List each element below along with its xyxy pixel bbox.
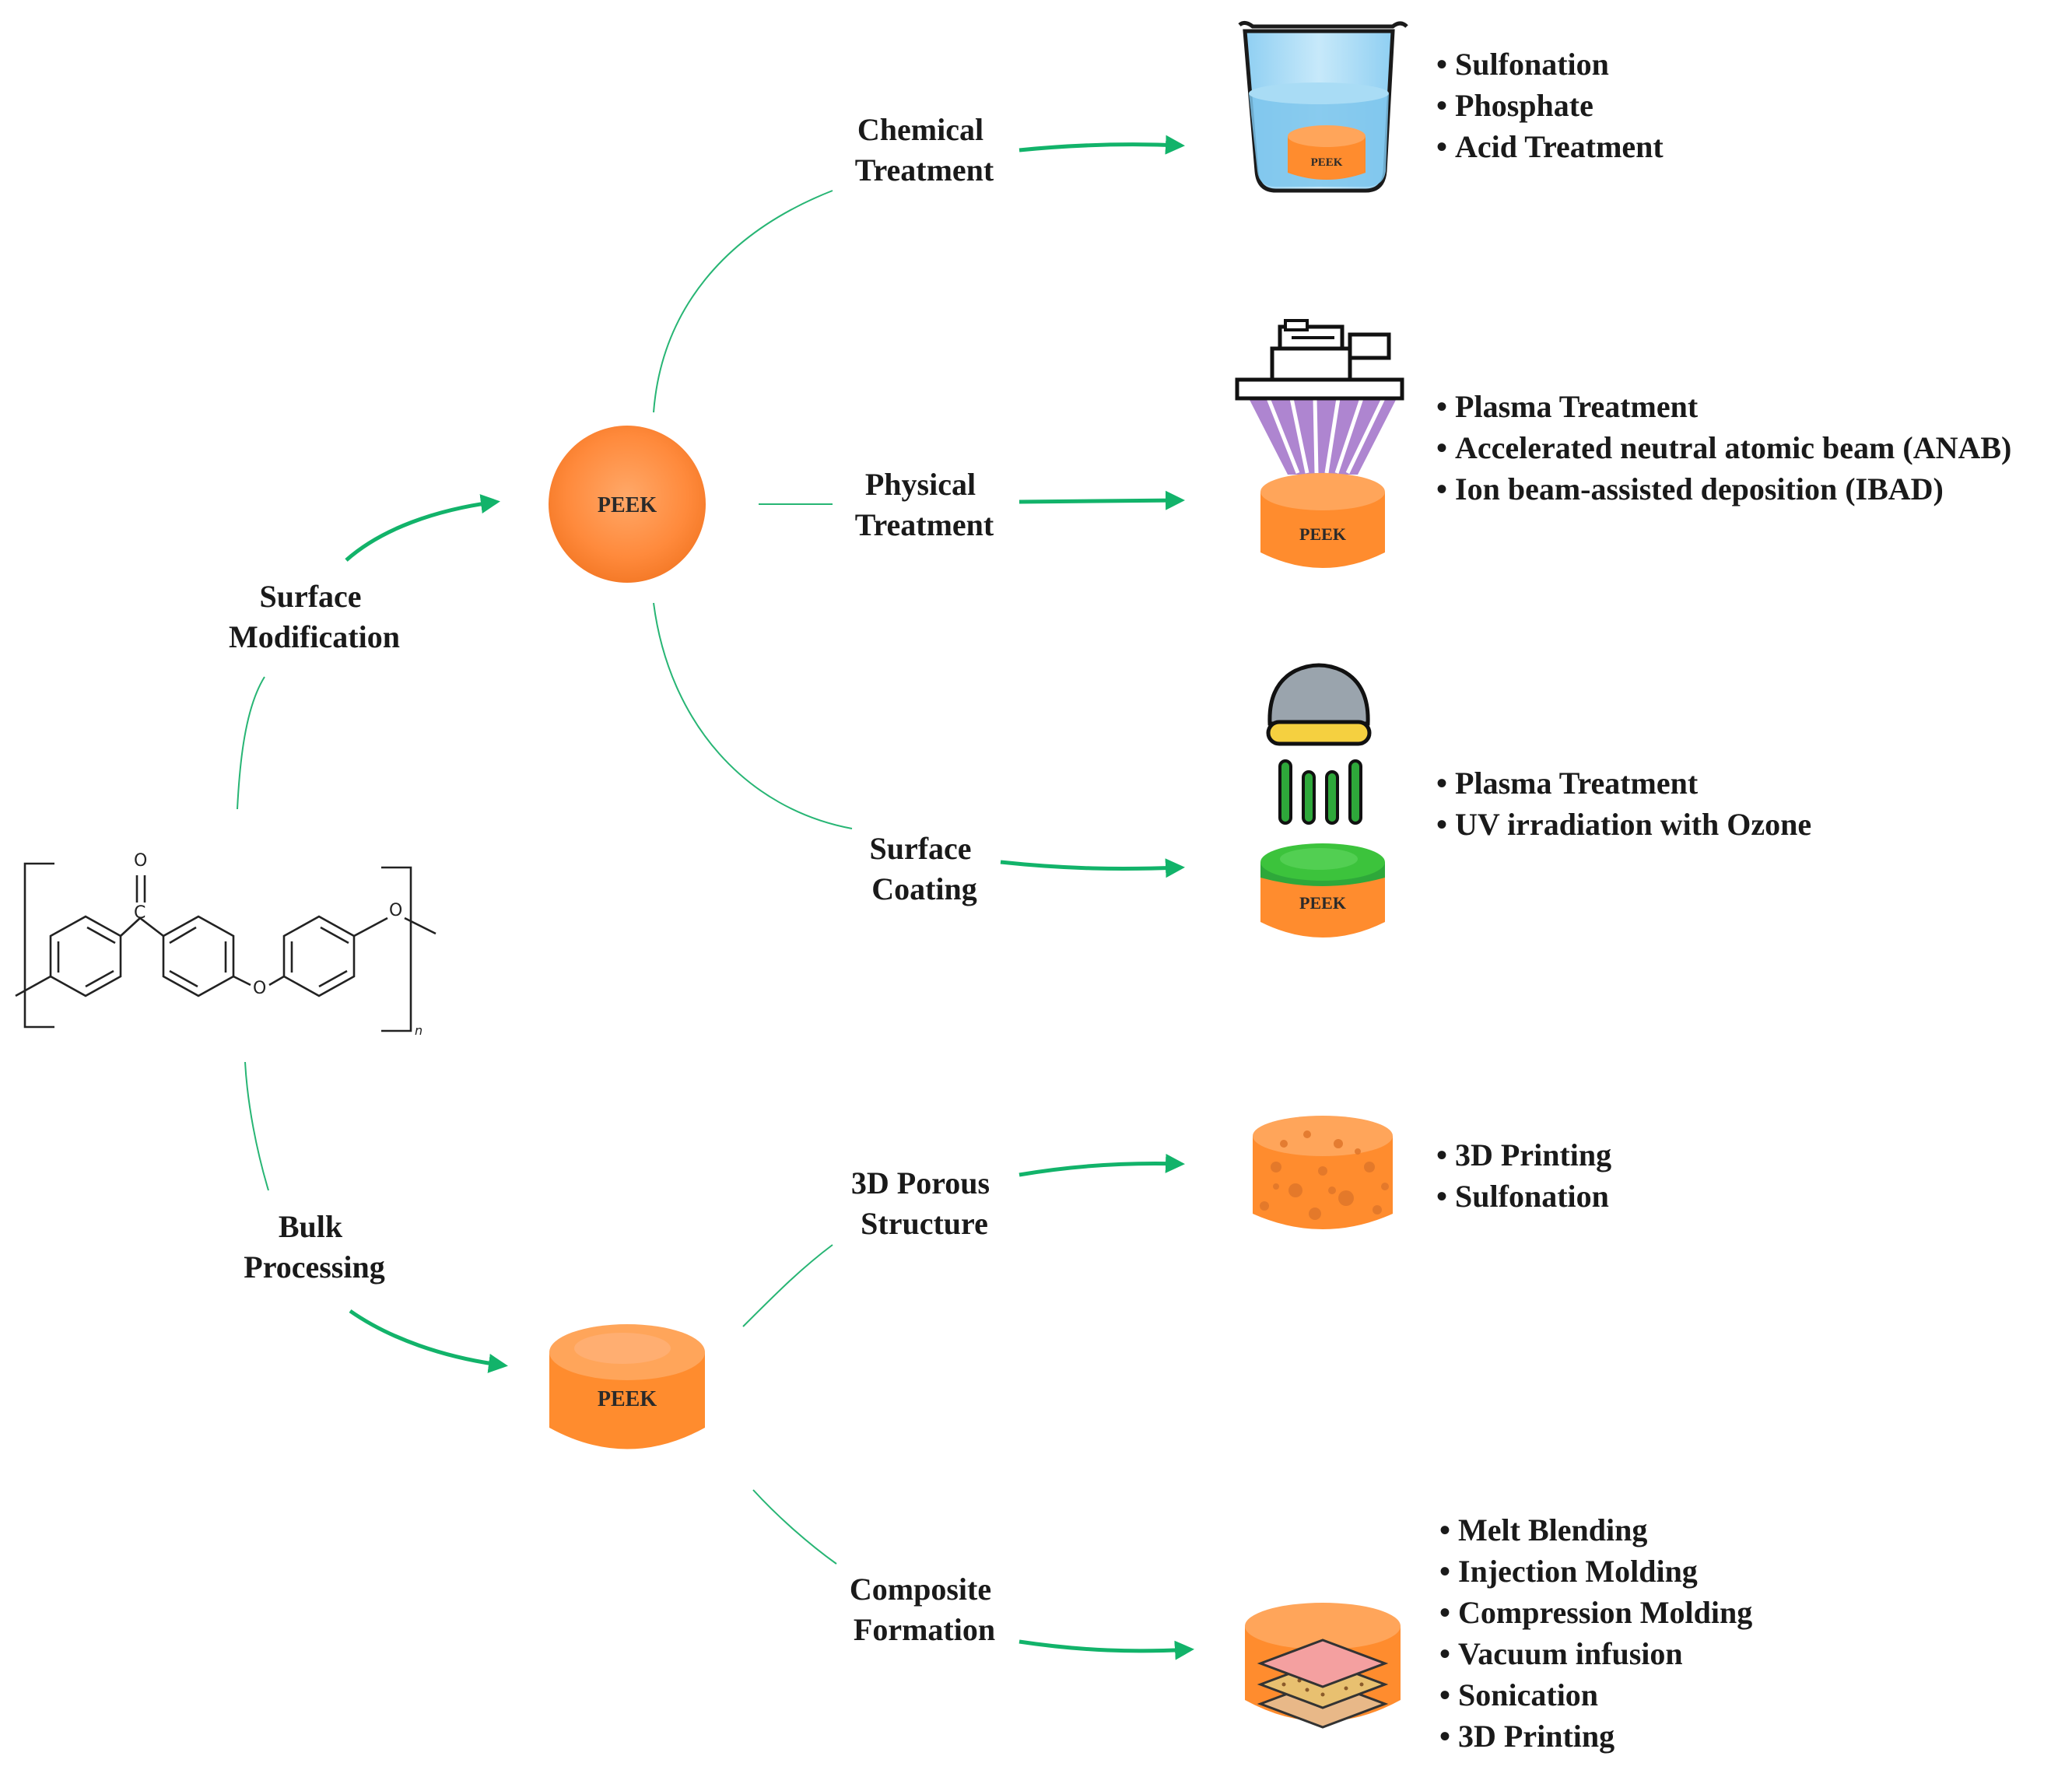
connector-bulk-to-composite [752,1489,837,1565]
list-item: • Compression Molding [1439,1595,1752,1630]
list-item: • Injection Molding [1439,1554,1698,1589]
benzene-ring-2 [162,915,235,997]
method-label-chemical-treatment: Chemical Treatment [855,112,994,188]
list-item: • Melt Blending [1439,1512,1647,1547]
method-label-3d-porous-structure: 3D Porous Structure [851,1165,997,1241]
connector-lines [237,190,853,1565]
bullet-list-chemical: • Sulfonation • Phosphate • Acid Treatme… [1436,47,1664,164]
left-bracket [23,862,54,1029]
connector-bulk-to-porous [742,1244,833,1327]
method-label-physical-treatment: Physical Treatment [855,467,994,542]
peek-sphere-label: PEEK [598,493,657,517]
coating-peek-label: PEEK [1299,893,1346,913]
list-item: • Accelerated neutral atomic beam (ANAB) [1436,430,2011,465]
ether-oxygen-atom-1: O [253,979,266,998]
list-item: • Sulfonation [1436,1179,1609,1214]
method-label-surface-coating: Surface Coating [869,831,979,906]
right-bracket [381,866,412,1032]
bullet-list-composite: • Melt Blending • Injection Molding • Co… [1439,1512,1752,1754]
list-item: • Acid Treatment [1436,129,1664,164]
list-item: • Sulfonation [1436,47,1609,82]
benzene-ring-1 [49,915,122,997]
connector-sphere-to-chemical [653,190,833,413]
peek-bulk-disc-node: PEEK [549,1324,705,1449]
layered-composite-icon [1245,1603,1401,1729]
beaker-icon: PEEK [1238,20,1408,193]
list-item: • Phosphate [1436,88,1593,123]
branch-label-surface-modification: Surface Modification [229,579,400,654]
carbonyl-carbon-atom: C [134,903,145,923]
list-item: • Plasma Treatment [1436,766,1699,801]
arrows [345,135,1194,1660]
bullet-list-porous: • 3D Printing • Sulfonation [1436,1137,1611,1214]
branch-label-bulk-processing: Bulk Processing [244,1209,384,1285]
ether-oxygen-atom-2: O [389,901,402,920]
peek-molecule-structure: O C O O n [15,851,436,1038]
list-item: • 3D Printing [1436,1137,1611,1172]
peek-sphere-node: PEEK [549,426,706,583]
list-item: • Ion beam-assisted deposition (IBAD) [1436,471,1944,506]
bullet-list-coating: • Plasma Treatment • UV irradiation with… [1436,766,1811,842]
arrow-to-bulk-disc [349,1309,508,1373]
connector-mol-to-surface [237,676,265,810]
list-item: • UV irradiation with Ozone [1436,807,1811,842]
arrow-to-sphere [345,494,500,562]
arrow-to-beaker [1018,135,1185,155]
bullet-list-physical: • Plasma Treatment • Accelerated neutral… [1436,389,2011,506]
arrow-to-composite [1018,1639,1194,1660]
repeat-unit-subscript: n [415,1023,422,1038]
arrow-to-beam-emitter [1018,490,1185,510]
list-item: • 3D Printing [1439,1719,1614,1754]
method-label-composite-formation: Composite Formation [850,1572,999,1647]
benzene-ring-3 [282,915,356,997]
coating-dispenser-icon: PEEK [1260,663,1385,938]
beaker-peek-label: PEEK [1311,156,1343,169]
carbonyl-oxygen-atom: O [134,851,147,871]
porous-disc-icon [1253,1116,1393,1229]
beam-peek-label: PEEK [1299,524,1346,544]
connector-mol-to-bulk [244,1061,269,1191]
list-item: • Sonication [1439,1677,1598,1712]
beam-emitter-icon: PEEK [1235,319,1404,568]
list-item: • Plasma Treatment [1436,389,1699,424]
arrow-to-porous-disc [1018,1153,1185,1177]
arrow-to-coating-dispenser [1000,858,1185,878]
connector-sphere-to-coating [653,602,853,829]
list-item: • Vacuum infusion [1439,1636,1683,1671]
peek-bulk-disc-label: PEEK [598,1387,657,1411]
